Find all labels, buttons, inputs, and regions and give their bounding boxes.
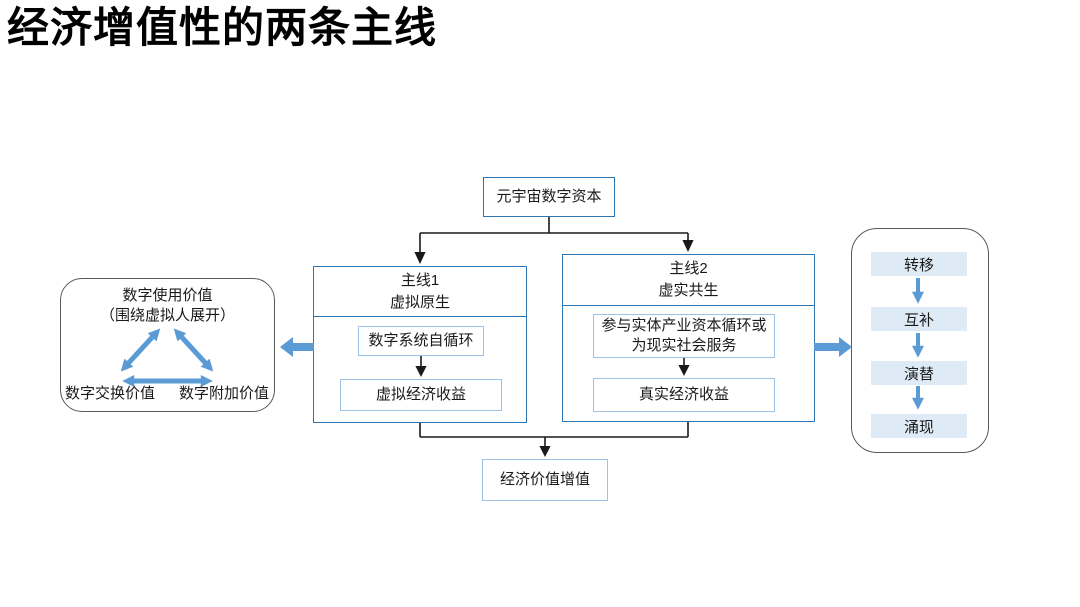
- result-box-economic-value-add: 经济价值增值: [482, 459, 608, 501]
- mainline2-step1-line2: 为现实社会服务: [631, 337, 737, 354]
- mainline1-step2-box: 虚拟经济收益: [340, 379, 502, 411]
- stage-bar-label: 转移: [903, 256, 934, 274]
- page-title: 经济增值性的两条主线: [7, 4, 438, 51]
- mainline2-step1-line1: 参与实体产业资本循环或: [601, 316, 767, 334]
- mainline2-title: 主线2: [669, 260, 708, 278]
- left-panel-digital-values: 数字使用价值 （围绕虚拟人展开） 数字交换价值 数字附加价值: [60, 278, 275, 412]
- left-panel-top-line2: （围绕虚拟人展开）: [99, 307, 235, 325]
- mainline1-header: 主线1 虚拟原生: [314, 267, 526, 317]
- mainline2-step1-box: 参与实体产业资本循环或 为现实社会服务: [593, 314, 775, 358]
- mainline2-step2-label: 真实经济收益: [638, 385, 729, 403]
- mainline2-step2-box: 真实经济收益: [593, 378, 775, 412]
- stage-bar-transfer: 转移: [871, 252, 967, 276]
- mainline1-step1-label: 数字系统自循环: [368, 331, 474, 349]
- mainline1-title: 主线1: [400, 271, 440, 289]
- stage-bar-label: 互补: [903, 311, 934, 329]
- stage-bar-label: 演替: [903, 365, 934, 383]
- mainline1-subtitle: 虚拟原生: [389, 293, 450, 311]
- left-panel-bottom-left-label: 数字交换价值: [65, 385, 156, 402]
- stage-bar-succession: 演替: [871, 361, 967, 385]
- root-box-metaverse-digital-capital: 元宇宙数字资本: [483, 177, 615, 217]
- result-box-label: 经济价值增值: [499, 470, 590, 488]
- left-panel-top-line1: 数字使用价值: [122, 287, 213, 304]
- left-panel-top-label: 数字使用价值 （围绕虚拟人展开）: [61, 286, 274, 327]
- stage-bar-emergence: 涌现: [871, 414, 967, 438]
- root-box-label: 元宇宙数字资本: [496, 187, 602, 205]
- stage-bar-label: 涌现: [903, 418, 934, 436]
- right-panel-stages: 转移 互补 演替 涌现: [851, 228, 989, 453]
- mainline1-step2-label: 虚拟经济收益: [375, 385, 466, 403]
- right-thick-arrow: [814, 337, 852, 357]
- mainline2-header: 主线2 虚实共生: [563, 255, 814, 306]
- stage-bar-complement: 互补: [871, 307, 967, 331]
- left-panel-bottom-right-label: 数字附加价值: [178, 385, 269, 402]
- left-thick-arrow: [280, 337, 314, 357]
- mainline2-subtitle: 虚实共生: [658, 282, 719, 299]
- mainline1-step1-box: 数字系统自循环: [358, 326, 484, 356]
